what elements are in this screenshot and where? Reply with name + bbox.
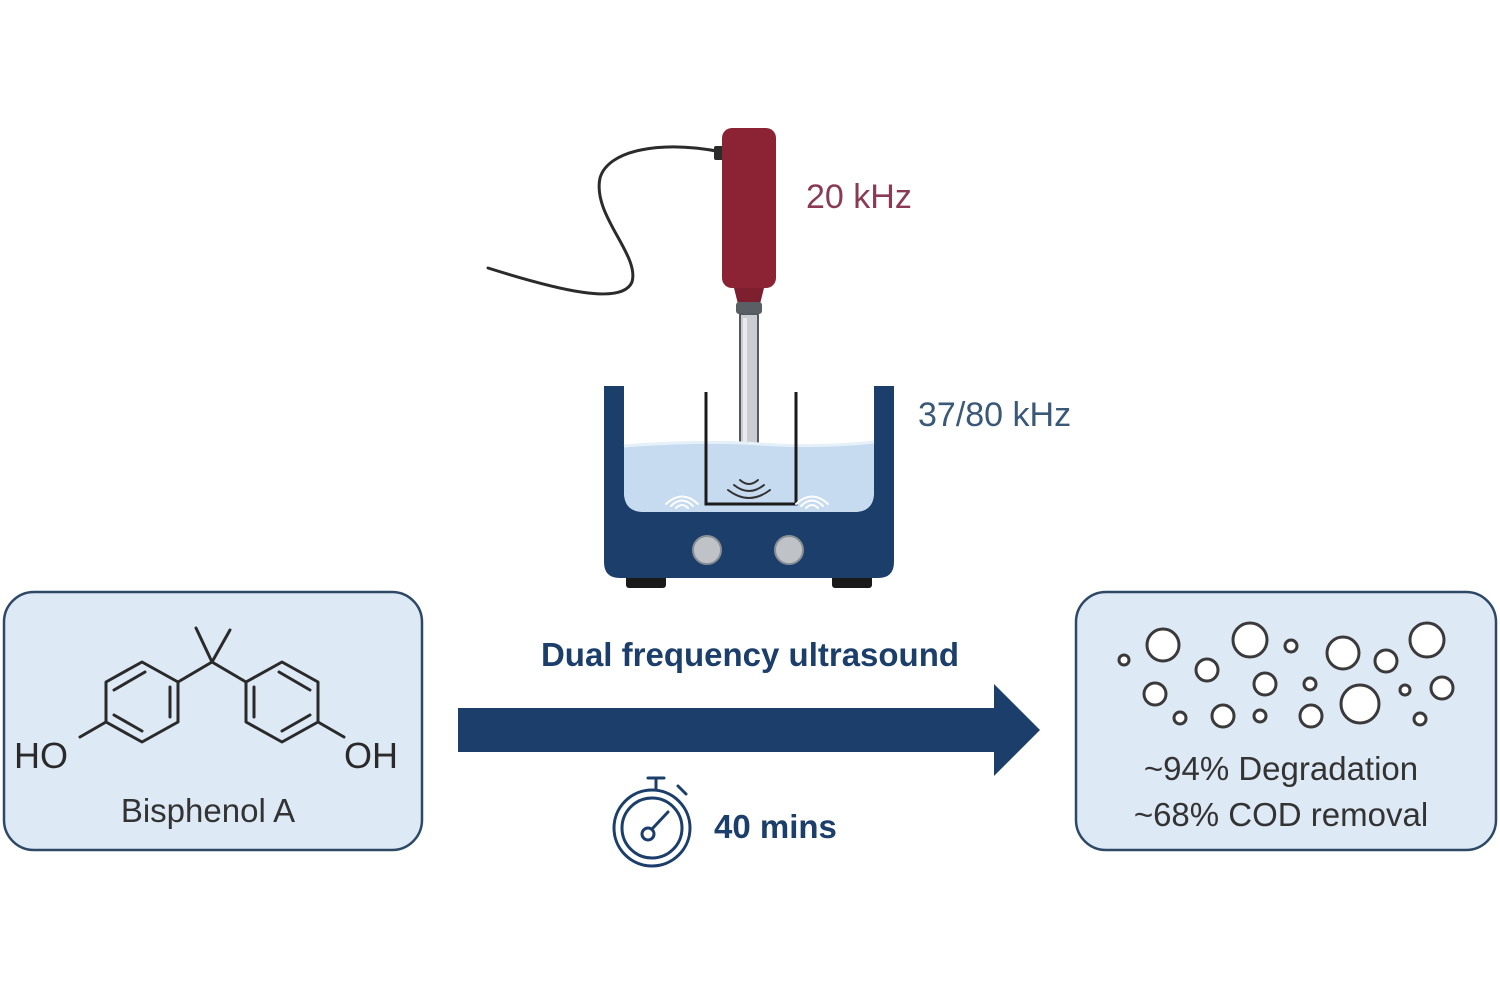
ultrasonic-bath-icon xyxy=(604,386,894,588)
cod-removal-result: ~68% COD removal xyxy=(1134,796,1428,833)
bath-water-surface xyxy=(623,440,875,448)
reactant-name: Bisphenol A xyxy=(121,792,295,829)
bath-waves-left-icon xyxy=(665,495,699,509)
bath-water xyxy=(624,442,874,512)
stopwatch-icon xyxy=(612,776,692,868)
bath-knob-right xyxy=(774,535,804,565)
bath-shell xyxy=(604,386,894,578)
bath-waves-right-icon xyxy=(795,495,829,509)
bath-knob-left xyxy=(692,535,722,565)
probe-waves-icon xyxy=(727,479,771,499)
right-arrow-icon xyxy=(458,684,1040,776)
bisphenol-a-structure-icon xyxy=(78,626,346,744)
probe-neck xyxy=(734,288,764,304)
process-method-label: Dual frequency ultrasound xyxy=(541,636,959,673)
degradation-result: ~94% Degradation xyxy=(1144,750,1418,787)
probe-frequency-label: 20 kHz xyxy=(806,178,912,216)
ultrasonic-probe-icon xyxy=(486,128,776,473)
bath-frequency-label: 37/80 kHz xyxy=(918,396,1071,434)
probe-cable xyxy=(486,145,724,296)
cable-connector xyxy=(714,146,724,160)
probe-handle xyxy=(722,128,776,288)
left-hydroxyl-label: HO xyxy=(14,735,68,776)
probe-collar xyxy=(736,302,762,314)
right-hydroxyl-label: OH xyxy=(344,735,398,776)
reactant-panel xyxy=(2,590,424,852)
beaker xyxy=(704,392,798,506)
bubbles-icon xyxy=(1117,621,1455,729)
process-duration-label: 40 mins xyxy=(714,808,837,845)
